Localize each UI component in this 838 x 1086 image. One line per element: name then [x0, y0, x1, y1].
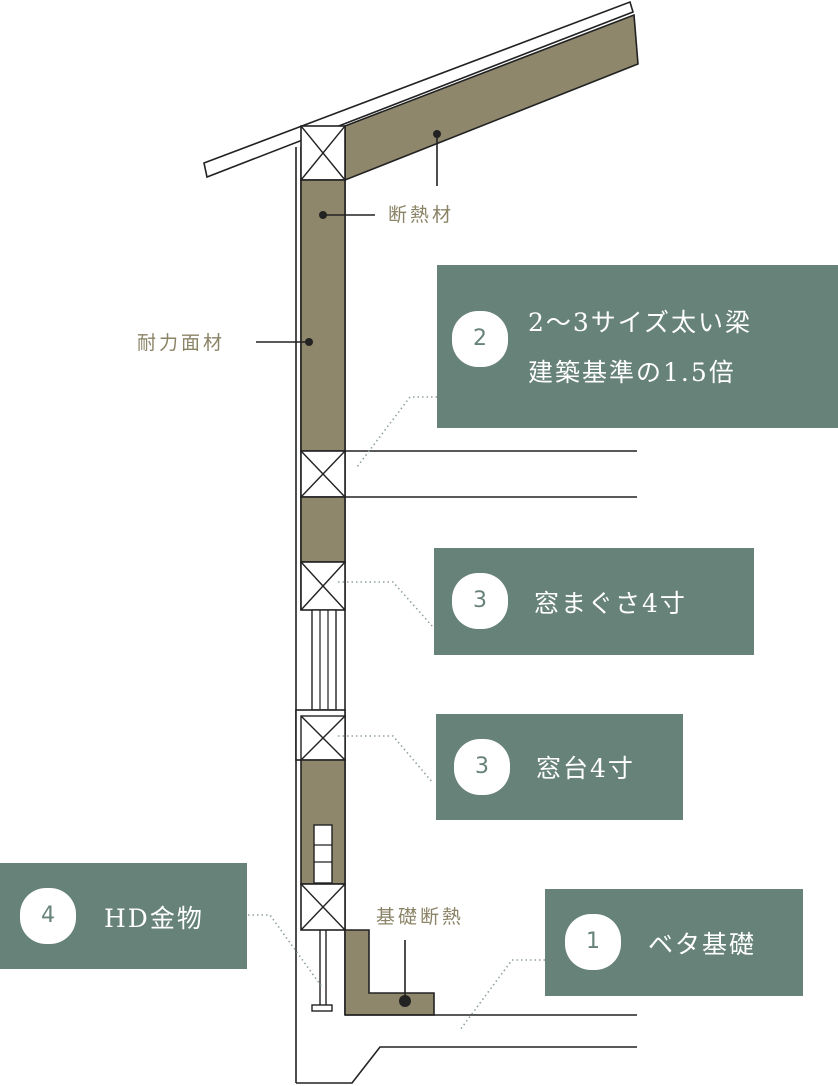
beam-member [300, 450, 346, 498]
wall-insulation-upper [300, 179, 346, 452]
callout-number-badge: 4 [20, 888, 76, 944]
callout-number-badge: 1 [565, 914, 621, 970]
foundation-callout-text: ベタ基礎 [648, 930, 757, 959]
dotted-leaders [248, 396, 545, 1031]
callout-number-badge: 3 [454, 739, 510, 795]
window-glass [311, 609, 337, 711]
window-sill-callout: 3 窓台4寸 [436, 714, 683, 820]
foundation-callout: 1 ベタ基礎 [545, 889, 803, 996]
hd-hardware-callout: 4 HD金物 [0, 863, 247, 969]
window-sill-member [295, 709, 346, 761]
leader-lines [256, 130, 441, 1007]
window-sill-callout-text: 窓台4寸 [536, 754, 635, 783]
insulation-label: 断熱材 [388, 204, 454, 226]
beam-callout-line2: 建築基準の1.5倍 [528, 358, 736, 387]
foundation-insulation-label: 基礎断熱 [376, 906, 464, 928]
beam-callout-line1: 2～3サイズ太い梁 [528, 308, 753, 337]
window-head-member [300, 561, 346, 611]
top-plate-member [300, 125, 346, 181]
sill-plate-member [300, 883, 346, 931]
hd-hardware-callout-text: HD金物 [104, 904, 204, 933]
footing-outline [296, 1046, 637, 1084]
callout-number-badge: 3 [452, 573, 508, 629]
window-head-callout: 3 窓まぐさ4寸 [434, 548, 754, 655]
foundation-insulation [344, 929, 435, 1016]
structural-panel-label: 耐力面材 [137, 332, 225, 354]
beam-callout: 2 2～3サイズ太い梁 建築基準の1.5倍 [437, 265, 838, 428]
window-head-callout-text: 窓まぐさ4寸 [534, 589, 687, 618]
callout-number-badge: 2 [452, 311, 508, 367]
wall-insulation-middle [300, 496, 346, 563]
